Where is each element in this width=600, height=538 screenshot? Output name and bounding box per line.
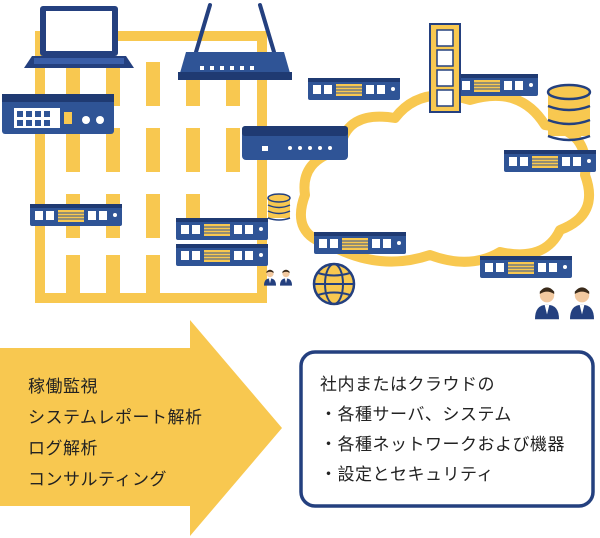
targets-list: 社内またはクラウドの ・各種サーバ、システム ・各種ネットワークおよび機器 ・設… — [320, 370, 565, 490]
arrow-shape — [0, 320, 282, 536]
database-icon — [546, 83, 592, 142]
service-item: 稼働監視 — [28, 377, 98, 397]
server-icon — [313, 231, 407, 255]
server-icon — [175, 243, 269, 267]
server-icon — [175, 217, 269, 241]
network-appliance-icon — [242, 126, 348, 160]
film-strip-icon — [429, 23, 461, 113]
laptop-icon — [24, 6, 134, 68]
router-icon — [178, 3, 292, 80]
info-box — [299, 350, 595, 508]
database-icon — [267, 193, 291, 221]
people-icon — [264, 269, 292, 286]
service-item: ログ解析 — [28, 439, 98, 459]
server-icon — [479, 255, 573, 279]
people-icon — [535, 287, 594, 320]
server-icon — [503, 149, 597, 173]
targets-heading: 社内またはクラウドの — [320, 375, 495, 395]
target-item: ・各種サーバ、システム — [320, 405, 512, 425]
server-icon — [29, 203, 123, 227]
target-item: ・各種ネットワークおよび機器 — [320, 435, 565, 455]
globe-icon — [312, 262, 356, 306]
services-list: 稼働監視 システムレポート解析 ログ解析 コンサルティング — [28, 372, 203, 496]
service-item: コンサルティング — [28, 470, 167, 490]
target-item: ・設定とセキュリティ — [320, 465, 494, 485]
network-switch-icon — [2, 94, 114, 134]
service-item: システムレポート解析 — [28, 408, 203, 428]
server-icon — [307, 77, 401, 101]
